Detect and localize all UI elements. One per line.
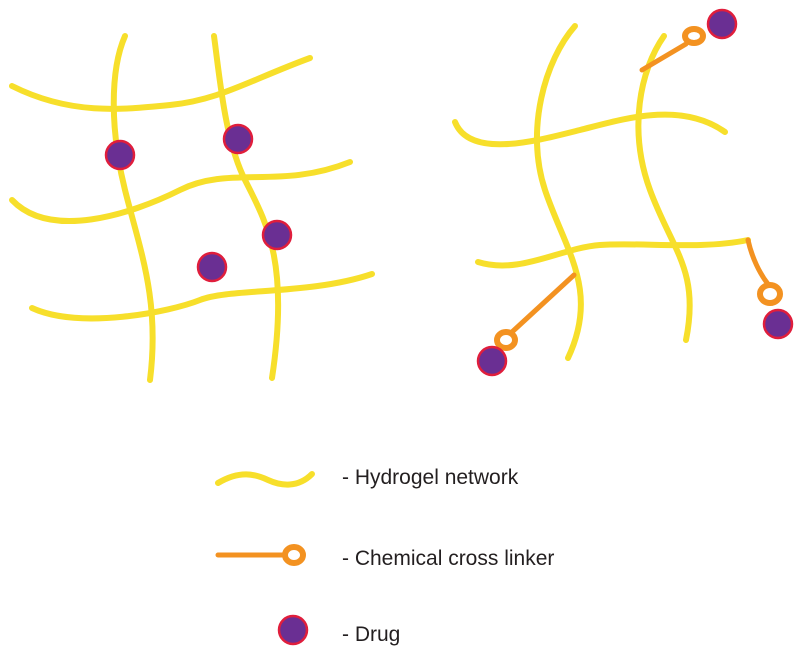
legend-label-cross-linker: - Chemical cross linker xyxy=(342,547,554,570)
drug-particle xyxy=(706,8,738,40)
drug-icon xyxy=(277,614,309,646)
right-fiber-v2 xyxy=(635,33,693,343)
left-fiber-v1 xyxy=(110,33,156,383)
left-panel-physical-entrapment xyxy=(9,33,375,383)
left-fiber-h3 xyxy=(29,271,375,322)
drug-particle xyxy=(261,219,293,251)
cross-linker-ring xyxy=(494,329,518,351)
hydrogel-fiber-icon xyxy=(215,471,315,488)
legend-item-hydrogel: - Hydrogel network xyxy=(215,466,519,489)
legend-label-drug: - Drug xyxy=(342,623,400,646)
drug-particle xyxy=(196,251,228,283)
right-fiber-h1 xyxy=(452,111,728,148)
right-hydrogel-network xyxy=(452,23,751,361)
legend-label-hydrogel: - Hydrogel network xyxy=(342,466,519,489)
left-hydrogel-network xyxy=(9,33,375,383)
drug-particle xyxy=(222,123,254,155)
left-fiber-v2 xyxy=(211,33,282,381)
cross-linker-ring-icon xyxy=(282,544,306,566)
right-fiber-h2 xyxy=(475,237,751,269)
legend-item-drug: - Drug xyxy=(277,614,400,646)
right-panel-chemical-conjugation xyxy=(452,8,794,377)
left-drugs xyxy=(104,123,293,283)
drug-particle xyxy=(476,345,508,377)
cross-linker-stem xyxy=(745,237,771,287)
cross-linker-stem xyxy=(509,272,577,335)
left-fiber-h1 xyxy=(9,55,313,112)
cross-linker-stem xyxy=(639,41,689,73)
drug-particle xyxy=(104,139,136,171)
legend: - Hydrogel network - Chemical cross link… xyxy=(215,466,554,646)
cross-linker-ring xyxy=(682,26,706,46)
right-fiber-v1 xyxy=(533,23,584,361)
cross-linker-ring xyxy=(757,282,783,306)
right-cross-linkers xyxy=(476,8,794,377)
left-fiber-h2 xyxy=(9,159,353,224)
legend-item-cross-linker: - Chemical cross linker xyxy=(215,544,554,570)
drug-particle xyxy=(762,308,794,340)
